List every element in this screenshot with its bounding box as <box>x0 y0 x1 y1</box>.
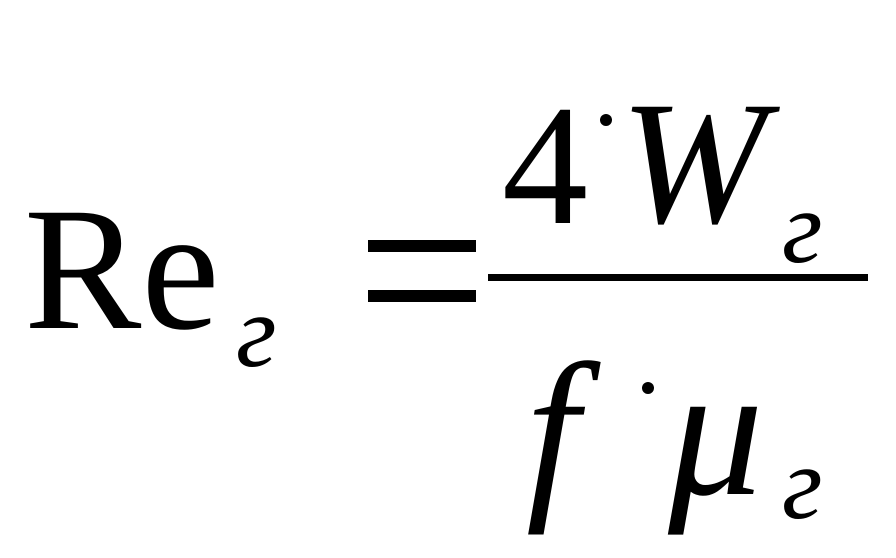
denominator-variable-1: f <box>526 326 579 536</box>
denominator-variable-2: μ <box>668 326 764 536</box>
lhs-symbol: Re <box>24 172 220 367</box>
lhs-subscript: г <box>236 274 277 389</box>
numerator-multiplication-dot <box>600 114 612 126</box>
numerator-variable: W <box>620 66 767 261</box>
numerator-coefficient: 4 <box>502 71 588 261</box>
equals-sign-top-bar <box>368 240 476 252</box>
equals-sign-bottom-bar <box>368 290 476 302</box>
denominator-subscript: г <box>782 426 823 541</box>
fraction-bar <box>488 274 868 281</box>
numerator-subscript: г <box>782 170 823 285</box>
denominator-multiplication-dot <box>642 382 654 394</box>
